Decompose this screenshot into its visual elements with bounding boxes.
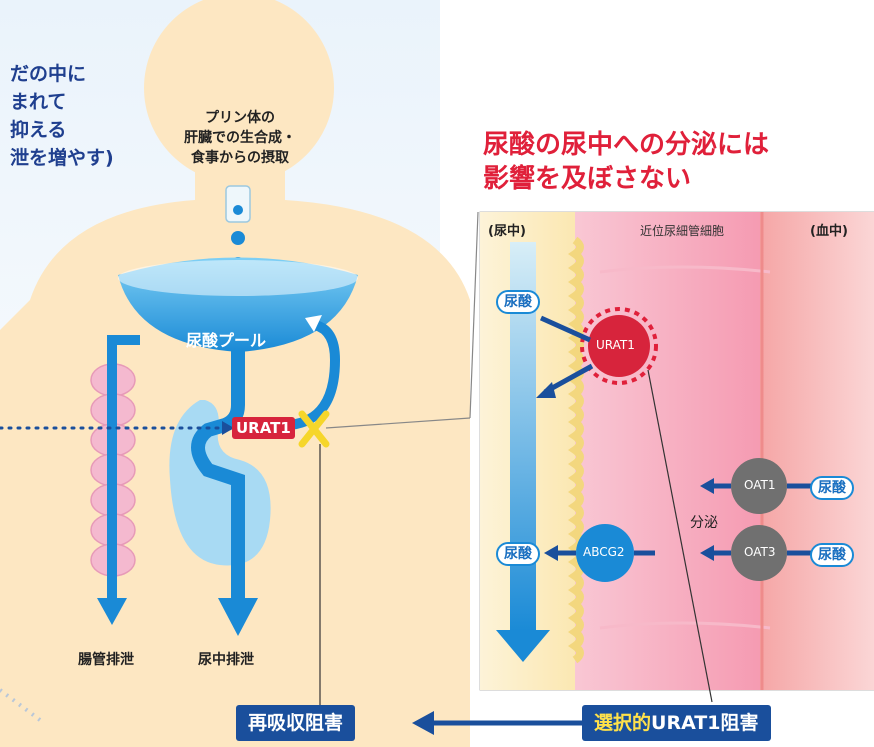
urinary-excretion-label: 尿中排泄 [198, 652, 254, 668]
col-urine: (尿中) [488, 224, 526, 239]
urat1-label: URAT1 [596, 338, 635, 352]
head-text: プリン体の 肝臓での生合成・ 食事からの摂取 [150, 108, 330, 168]
left-text-line: だの中に [10, 63, 87, 85]
head-text-line: プリン体の [205, 110, 275, 126]
head-text-line: 肝臓での生合成・ [184, 130, 296, 146]
urat1-tag: URAT1 [232, 417, 295, 439]
secretion-label: 分泌 [690, 515, 718, 531]
right-title: 尿酸の尿中への分泌には 影響を及ぼさない [483, 128, 769, 196]
abcg2-label: ABCG2 [583, 545, 625, 559]
selective-highlight: 選択的 [594, 712, 652, 734]
left-text-line: 泄を増やす) [10, 147, 114, 169]
intestinal-excretion-label: 腸管排泄 [78, 652, 134, 668]
pool-label: 尿酸プール [186, 331, 267, 350]
uric-acid-pill: 尿酸 [496, 290, 540, 314]
oat1-label: OAT1 [744, 478, 776, 492]
selective-urat1-inhibition-box: 選択的URAT1阻害 [582, 705, 771, 741]
col-cell: 近位尿細管細胞 [640, 224, 725, 238]
left-text: だの中に まれて 抑える 泄を増やす) [10, 60, 114, 172]
right-title-line: 尿酸の尿中への分泌には [483, 130, 770, 160]
reabsorption-inhibition-box: 再吸収阻害 [236, 705, 356, 741]
uric-acid-pill: 尿酸 [810, 476, 854, 500]
left-text-line: まれて [10, 91, 67, 113]
col-blood: (血中) [810, 224, 848, 239]
right-title-line: 影響を及ぼさない [483, 164, 692, 194]
uric-acid-pill: 尿酸 [810, 543, 854, 567]
uric-acid-pill: 尿酸 [496, 542, 540, 566]
left-text-line: 抑える [10, 119, 67, 141]
head-text-line: 食事からの摂取 [191, 150, 289, 166]
oat3-label: OAT3 [744, 545, 776, 559]
urat1-inhibition-text: URAT1阻害 [651, 712, 759, 734]
